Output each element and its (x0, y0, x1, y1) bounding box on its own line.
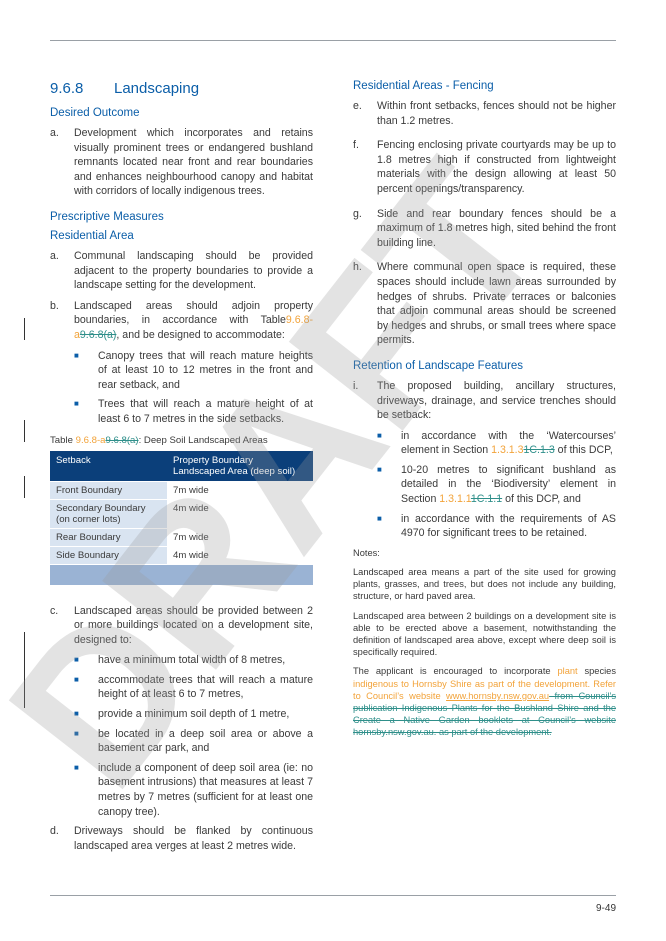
bullet-item: ■provide a minimum soil depth of 1 metre… (74, 708, 290, 721)
fencing-heading: Residential Areas - Fencing (353, 80, 494, 92)
top-rule (50, 40, 616, 41)
desired-outcome-heading: Desired Outcome (50, 107, 140, 119)
bullet-icon: ■ (377, 513, 382, 523)
table-header: Setback (50, 450, 167, 482)
right-column: Residential Areas - Fencing e.Within fro… (353, 76, 616, 746)
table-header: Property Boundary Landscaped Area (deep … (167, 450, 313, 482)
change-bar (24, 476, 25, 498)
section-number: 9.6.8 (50, 80, 84, 97)
table-row: Side Boundary 4m wide (50, 546, 313, 565)
bullet-icon: ■ (74, 350, 79, 360)
note-3: The applicant is encouraged to incorpora… (353, 666, 617, 738)
note-2: Landscaped area between 2 buildings on a… (353, 610, 616, 658)
residential-area-heading: Residential Area (50, 229, 134, 242)
prescriptive-heading: Prescriptive Measures (50, 210, 164, 223)
list-item: h.Where communal open space is required,… (353, 261, 616, 347)
change-bar (24, 318, 25, 340)
left-column: 9.6.8 Landscaping Desired Outcome a. Dev… (50, 76, 313, 859)
table-header-row: Setback Property Boundary Landscaped Are… (50, 450, 313, 482)
table-row: Secondary Boundary (on corner lots) 4m w… (50, 499, 313, 529)
list-item: e.Within front setbacks, fences should n… (353, 100, 616, 127)
bullet-icon: ■ (377, 464, 382, 474)
bullet-item: ■10-20 metres to significant bushland as… (377, 463, 616, 506)
table-row: Rear Boundary 7m wide (50, 528, 313, 547)
list-item: f.Fencing enclosing private courtyards m… (353, 139, 616, 195)
list-item: a. Communal landscaping should be provid… (50, 249, 313, 292)
section-heading: 9.6.8 Landscaping (50, 80, 313, 97)
deleted-text: 9.6.8(a) (79, 328, 117, 341)
bullet-item: ■accommodate trees that will reach a mat… (74, 673, 313, 701)
page-number: 9-49 (595, 903, 616, 914)
note-1: Landscaped area means a part of the site… (353, 567, 616, 602)
bullet-item: ■have a minimum total width of 8 metres, (74, 654, 286, 667)
list-item: g.Side and rear boundary fences should b… (353, 207, 616, 249)
list-item: b. Landscaped areas should adjoin proper… (50, 299, 313, 341)
bullet-item: ■in accordance with the ‘Watercourses’ e… (377, 429, 616, 457)
notes-label: Notes: (353, 547, 380, 558)
bullet-item: ■ Trees that will reach a mature height … (74, 398, 313, 425)
table-footer-row (50, 564, 313, 586)
bullet-icon: ■ (74, 728, 79, 738)
bullet-item: ■in accordance with the requirements of … (377, 512, 616, 540)
list-item: i.The proposed building, ancillary struc… (353, 379, 616, 422)
bullet-icon: ■ (377, 430, 382, 440)
bullet-item: ■be located in a deep soil area or above… (74, 727, 313, 755)
bottom-rule (50, 895, 616, 896)
list-item: c. Landscaped areas should be provided b… (50, 604, 313, 646)
council-website-link[interactable]: www.hornsby.nsw.gov.au (446, 690, 550, 701)
bullet-icon: ■ (74, 762, 79, 772)
retention-heading: Retention of Landscape Features (353, 359, 524, 372)
inserted-text: 9.6.8-a (74, 314, 313, 341)
bullet-item: ■include a component of deep soil area (… (74, 761, 313, 818)
bullet-icon: ■ (74, 655, 79, 665)
change-bar (24, 632, 25, 708)
table-caption: Table 9.6.8-a9.6.8(a): Deep Soil Landsca… (50, 434, 268, 446)
deep-soil-table: Setback Property Boundary Landscaped Are… (50, 450, 313, 586)
bullet-icon: ■ (74, 674, 79, 684)
table-row: Front Boundary 7m wide (50, 481, 313, 500)
bullet-item: ■ Canopy trees that will reach mature he… (74, 349, 313, 391)
section-title: Landscaping (114, 80, 200, 97)
bullet-icon: ■ (74, 399, 79, 409)
bullet-icon: ■ (74, 709, 79, 719)
change-bar (24, 420, 25, 442)
list-item: d. Driveways should be flanked by contin… (50, 825, 313, 852)
list-item: a. Development which incorporates and re… (50, 127, 313, 198)
